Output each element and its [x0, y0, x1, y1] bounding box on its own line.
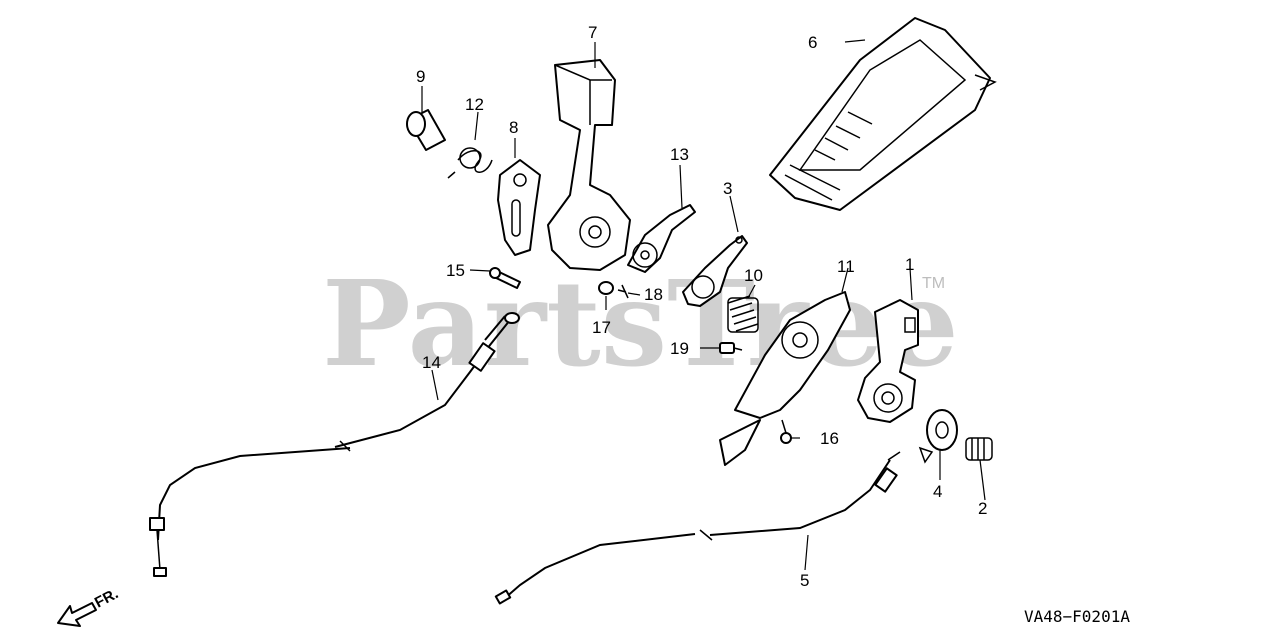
part-18-clip[interactable]	[617, 284, 629, 299]
part-8-bracket[interactable]	[497, 159, 541, 256]
leader-lines	[421, 39, 986, 571]
callout-7: 7	[588, 23, 597, 42]
callout-17: 17	[592, 318, 611, 337]
callout-9: 9	[416, 67, 425, 86]
part-17-washer[interactable]	[598, 281, 614, 295]
callout-10: 10	[744, 266, 763, 285]
callout-18: 18	[644, 285, 663, 304]
callout-19: 19	[670, 339, 689, 358]
callout-16: 16	[820, 429, 839, 448]
part-2-spring[interactable]	[965, 437, 993, 461]
callout-4: 4	[933, 482, 942, 501]
watermark-text: PartsTree	[322, 254, 959, 393]
callout-5: 5	[800, 571, 809, 590]
part-9-pin[interactable]	[406, 109, 446, 151]
callout-12: 12	[465, 95, 484, 114]
part-10-spring[interactable]	[727, 295, 759, 333]
part-11-base[interactable]	[719, 291, 851, 466]
part-5-cable[interactable]	[494, 451, 901, 605]
callout-6: 6	[808, 33, 817, 52]
part-13-plate[interactable]	[627, 204, 696, 273]
part-16-bolt[interactable]	[780, 419, 792, 444]
part-12-spring[interactable]	[447, 147, 493, 179]
part-3-plate[interactable]	[682, 235, 748, 307]
callout-8: 8	[509, 118, 518, 137]
watermark-trademark: TM	[922, 275, 945, 292]
callout-15: 15	[446, 261, 465, 280]
part-7-lever[interactable]	[547, 59, 631, 271]
callout-13: 13	[670, 145, 689, 164]
callout-11: 11	[837, 257, 855, 276]
front-direction-indicator: FR.	[57, 585, 121, 627]
front-arrow-icon	[57, 602, 97, 627]
part-14-cable[interactable]	[149, 312, 520, 577]
callout-2: 2	[978, 499, 987, 518]
callout-3: 3	[723, 179, 732, 198]
part-4-washer[interactable]	[918, 409, 958, 464]
part-6-cover[interactable]	[769, 17, 997, 211]
callout-14: 14	[422, 353, 441, 372]
part-15-bolt[interactable]	[489, 267, 521, 289]
front-direction-label: FR.	[92, 585, 121, 611]
figure-code: VA48−F0201A	[1024, 607, 1130, 626]
part-1-lever[interactable]	[857, 299, 919, 423]
callout-1: 1	[905, 255, 914, 274]
